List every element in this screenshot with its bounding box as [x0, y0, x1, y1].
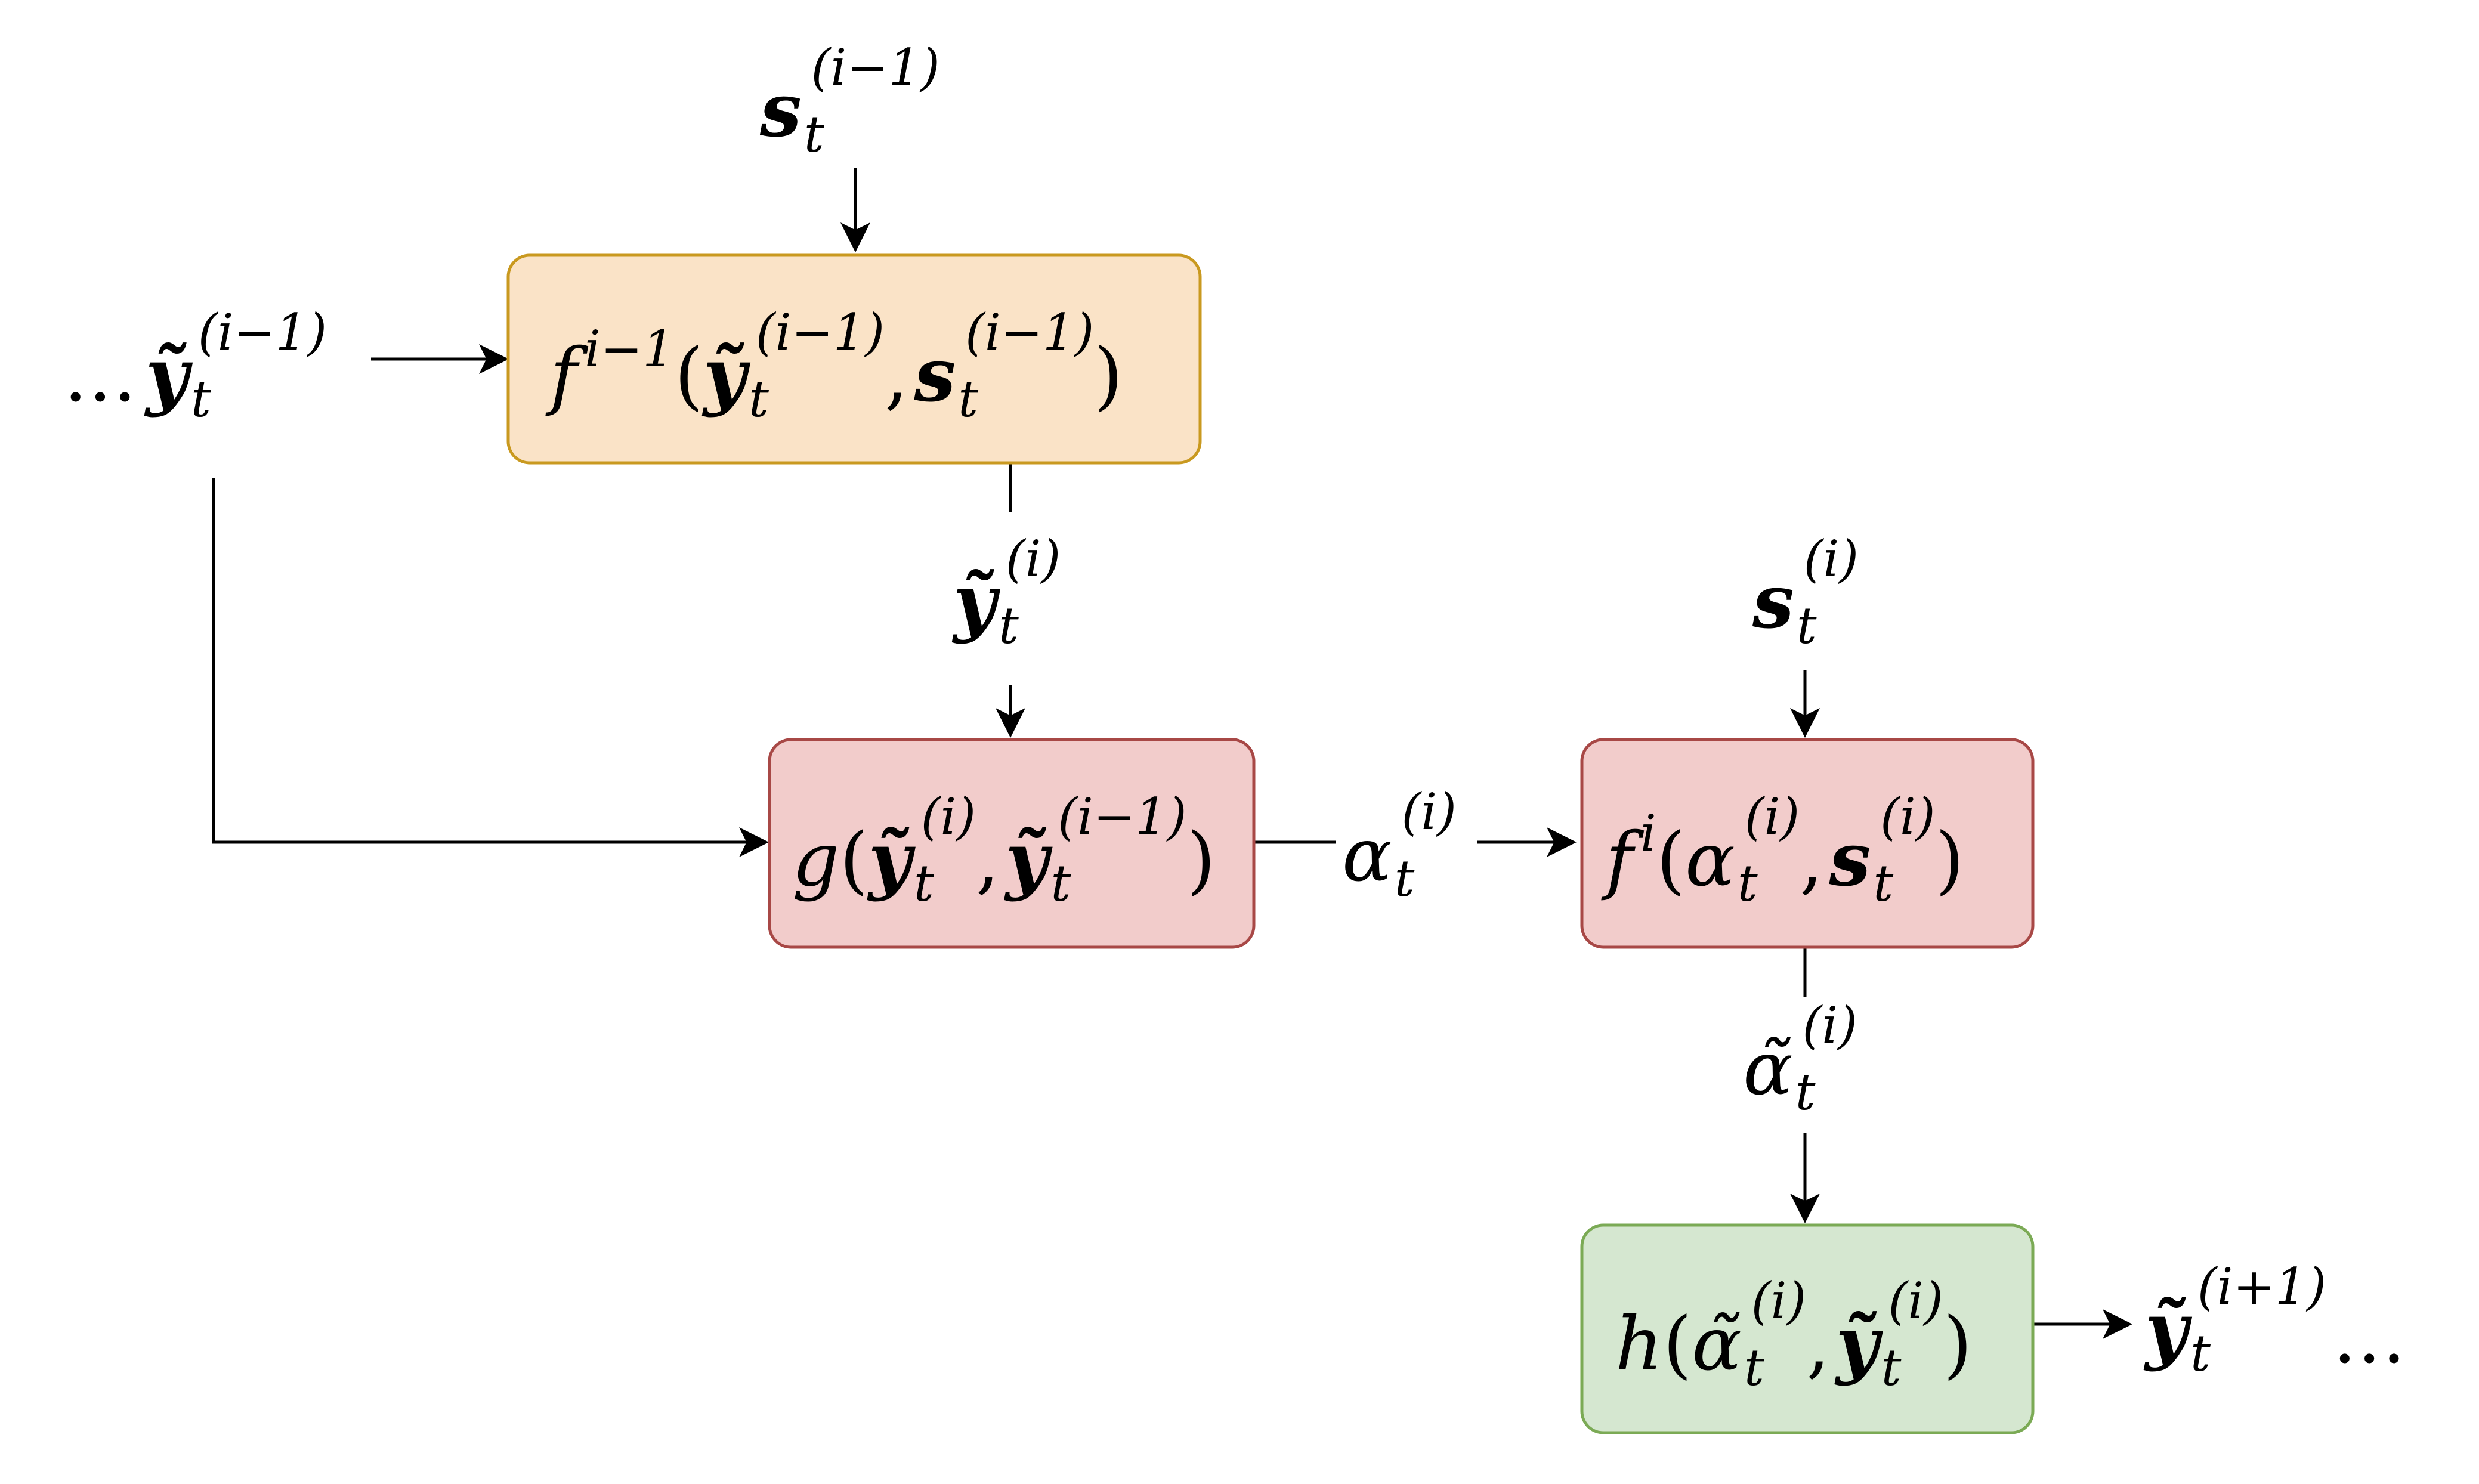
label-y-next-sup: (i+1) [2197, 1257, 2326, 1316]
h-arg2-sub: t [1881, 1338, 1902, 1397]
h-arg1: α̃ [1692, 1301, 1742, 1387]
label-y-next-base: ỹ [2143, 1287, 2193, 1373]
f-i-fn-sup: i [1640, 804, 1656, 862]
h-arg2-sup: (i) [1888, 1272, 1943, 1330]
f-i-arg1-sup: (i) [1745, 787, 1800, 846]
f-prev-arg2: s [913, 332, 956, 419]
g-arg1-sup: (i) [921, 787, 976, 846]
label-alpha-i-sup: (i) [1402, 783, 1457, 841]
f-i-open: ( [1656, 817, 1685, 903]
label-s-i-sup: (i) [1804, 530, 1859, 588]
label-alpha-i: αt (i) [1342, 783, 1457, 908]
label-y-next-suffix: … [2332, 1294, 2406, 1380]
h-arg2: ỹ [1834, 1301, 1884, 1387]
arrow-y-prev-to-g [212, 478, 769, 857]
label-s-prev-sub: t [804, 105, 824, 163]
label-y-prev-sub: t [191, 370, 211, 428]
label-s-i: st (i) [1752, 530, 1859, 655]
label-alpha-i-base: α [1342, 812, 1392, 898]
g-close: ) [1187, 817, 1216, 903]
label-y-prev-base: ỹ [144, 332, 193, 419]
label-y-i-sub: t [999, 596, 1019, 655]
h-open: ( [1663, 1301, 1692, 1387]
label-y-prev-sup: (i−1) [198, 303, 327, 361]
h-fn: h [1615, 1301, 1663, 1387]
h-arg1-sub: t [1744, 1338, 1764, 1397]
f-i-close: ) [1936, 817, 1964, 903]
f-i-comma: , [1800, 817, 1823, 903]
f-prev-arg2-sub: t [958, 370, 978, 428]
box-g: g(ỹt(i),ỹt(i−1)) [768, 738, 1256, 949]
f-prev-fn-sup: i−1 [585, 320, 675, 378]
g-fn: g [792, 817, 839, 903]
f-prev-arg2-sup: (i−1) [965, 303, 1094, 361]
label-s-prev: st (i−1) [759, 38, 940, 163]
g-open: ( [839, 817, 868, 903]
g-arg2-sub: t [1051, 854, 1071, 913]
f-i-arg2-sup: (i) [1880, 787, 1935, 846]
label-y-i-sup: (i) [1006, 530, 1061, 588]
label-s-i-base: s [1752, 559, 1794, 645]
f-i-arg1-sub: t [1738, 854, 1758, 913]
f-prev-arg1-sup: (i−1) [756, 303, 885, 361]
g-arg1: ỹ [867, 817, 916, 903]
g-arg2: ỹ [1003, 817, 1053, 903]
label-alpha-tilde-i-base: α̃ [1743, 1026, 1793, 1112]
f-prev-close: ) [1094, 333, 1123, 419]
label-s-prev-base: s [759, 67, 802, 154]
h-comma: , [1806, 1301, 1829, 1387]
g-arg1-sub: t [914, 854, 934, 913]
f-i-arg2: s [1829, 817, 1871, 903]
f-i-arg2-sub: t [1873, 854, 1893, 913]
g-comma: , [976, 817, 999, 903]
box-f-prev-rect [506, 253, 1202, 465]
box-h-rect [1580, 1223, 2035, 1434]
label-y-prev-prefix: … [63, 333, 137, 419]
f-prev-arg1-sub: t [749, 370, 769, 428]
label-y-i-base: ỹ [951, 559, 1001, 645]
label-s-prev-sup: (i−1) [811, 38, 940, 97]
label-y-i: ỹt (i) [951, 530, 1061, 655]
box-h-formula: h(α̃t(i),ỹt(i)) [1615, 1272, 1972, 1397]
h-arg1-sup: (i) [1751, 1272, 1806, 1330]
g-arg2-sup: (i−1) [1058, 787, 1186, 846]
f-i-arg1: α [1685, 817, 1735, 903]
box-f-i-rect [1580, 738, 2035, 949]
box-g-rect [768, 738, 1256, 949]
label-s-i-sub: t [1797, 596, 1817, 655]
h-close: ) [1943, 1301, 1972, 1387]
f-prev-open: ( [675, 333, 703, 419]
label-alpha-tilde-i-sup: (i) [1803, 996, 1857, 1055]
f-prev-comma: , [885, 333, 908, 419]
label-y-next-sub: t [2190, 1324, 2211, 1383]
label-alpha-tilde-i: α̃t (i) [1743, 996, 1857, 1121]
label-alpha-i-sub: t [1395, 849, 1415, 908]
box-g-formula: g(ỹt(i),ỹt(i−1)) [792, 787, 1216, 913]
f-prev-arg1: ỹ [701, 332, 751, 419]
label-y-next: ỹt (i+1)… [2143, 1257, 2406, 1383]
label-y-prev: …ỹt (i−1) [63, 303, 327, 428]
label-alpha-tilde-i-sub: t [1795, 1063, 1816, 1121]
box-h: h(α̃t(i),ỹt(i)) [1580, 1223, 2035, 1434]
